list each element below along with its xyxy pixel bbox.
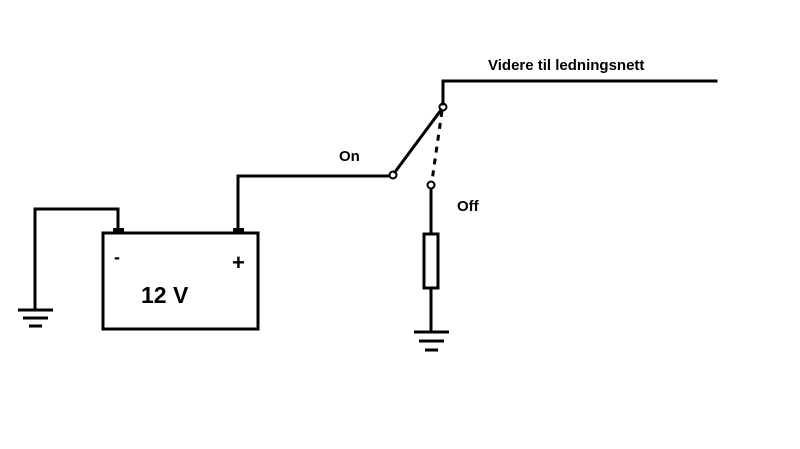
switch-blade-on — [392, 107, 444, 175]
positive-wire — [236, 174, 393, 230]
battery-negative-label: - — [114, 247, 120, 267]
battery-positive-label: + — [232, 250, 245, 275]
battery-voltage-label: 12 V — [141, 282, 189, 308]
switch-off-contact — [426, 180, 436, 190]
ground-symbol-right — [414, 330, 449, 352]
ground-wire-negative — [33, 207, 120, 311]
resistor — [422, 232, 440, 290]
ground-symbol-left — [18, 308, 53, 328]
battery-positive-terminal — [233, 228, 244, 233]
battery-body — [101, 231, 260, 331]
switch-off-label: Off — [457, 198, 479, 215]
battery-negative-terminal — [113, 228, 124, 233]
output-wire — [441, 79, 718, 106]
switch-on-label: On — [339, 148, 360, 165]
output-line-label: Videre til ledningsnett — [488, 57, 645, 74]
